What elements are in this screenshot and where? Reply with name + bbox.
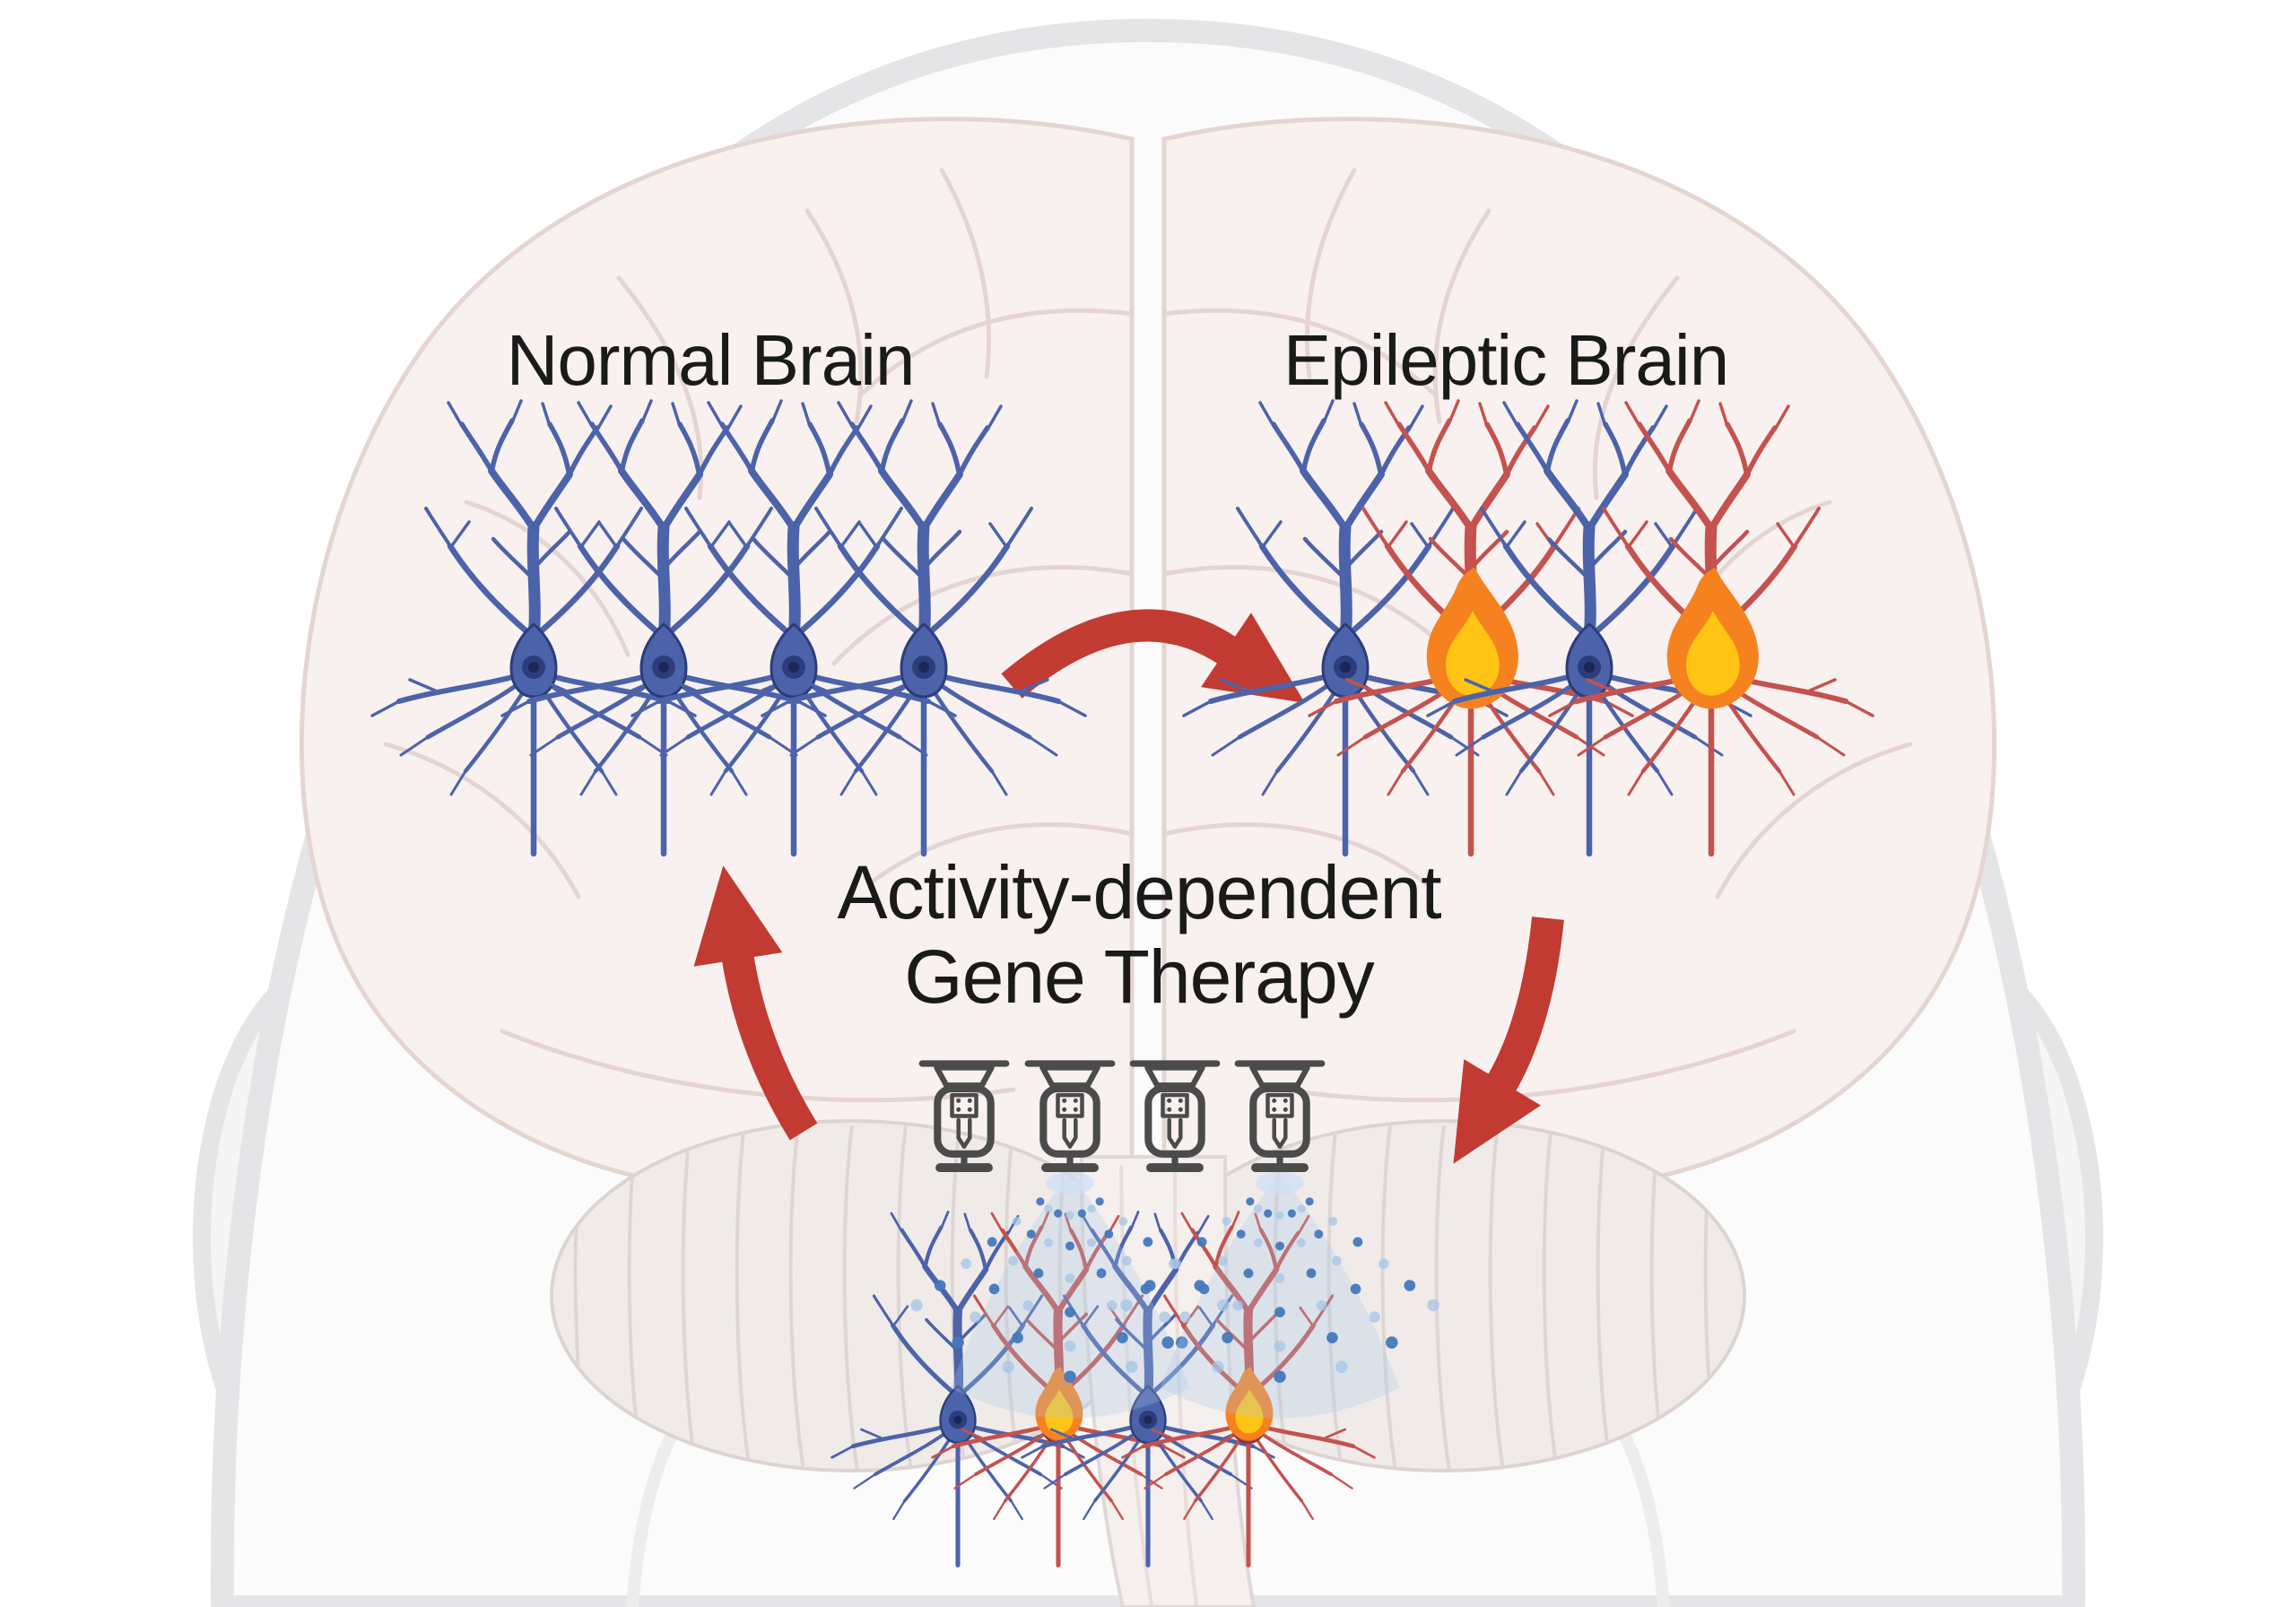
normal-brain-neurons: [372, 401, 1085, 854]
gene-therapy-label-line2: Gene Therapy: [904, 934, 1374, 1019]
red-neuron-icon: [1550, 401, 1873, 854]
cycle-arrows: [693, 609, 1564, 1164]
gene-therapy-label: Activity-dependent Gene Therapy: [837, 849, 1441, 1019]
arrow-therapy-to-normal: [693, 865, 818, 1141]
arrowhead-icon: [1453, 1059, 1541, 1164]
sprinkler-icon: [910, 1064, 1230, 1419]
treated-neurons: [832, 1212, 1375, 1565]
spray-icon: [1120, 1171, 1439, 1419]
arrowhead-icon: [693, 865, 783, 967]
left-hemisphere: [301, 119, 1132, 1194]
blue-neuron-icon: [762, 401, 1085, 854]
epileptic-brain-neurons: [1184, 401, 1873, 854]
blue-neuron-icon: [632, 401, 955, 854]
blue-neuron-icon: [502, 401, 825, 854]
red-neuron-icon: [1123, 1212, 1375, 1565]
epileptic-brain-label: Epileptic Brain: [1283, 320, 1729, 400]
arrow-epileptic-to-therapy: [1453, 916, 1564, 1164]
sprinkler-icon: [1120, 1064, 1439, 1419]
spray-icon: [910, 1171, 1230, 1419]
normal-brain-label: Normal Brain: [506, 320, 916, 400]
blue-neuron-icon: [1022, 1212, 1274, 1565]
sprinkler-row: [910, 1064, 1439, 1419]
brainstem-lines: [1119, 1165, 1198, 1606]
red-neuron-icon: [933, 1212, 1185, 1565]
blue-neuron-icon: [1184, 401, 1507, 854]
gene-therapy-label-line1: Activity-dependent: [837, 849, 1441, 934]
blue-neuron-icon: [1428, 401, 1751, 854]
blue-neuron-icon: [372, 401, 695, 854]
blue-neuron-icon: [832, 1212, 1084, 1565]
cerebellum: [550, 1119, 1746, 1472]
